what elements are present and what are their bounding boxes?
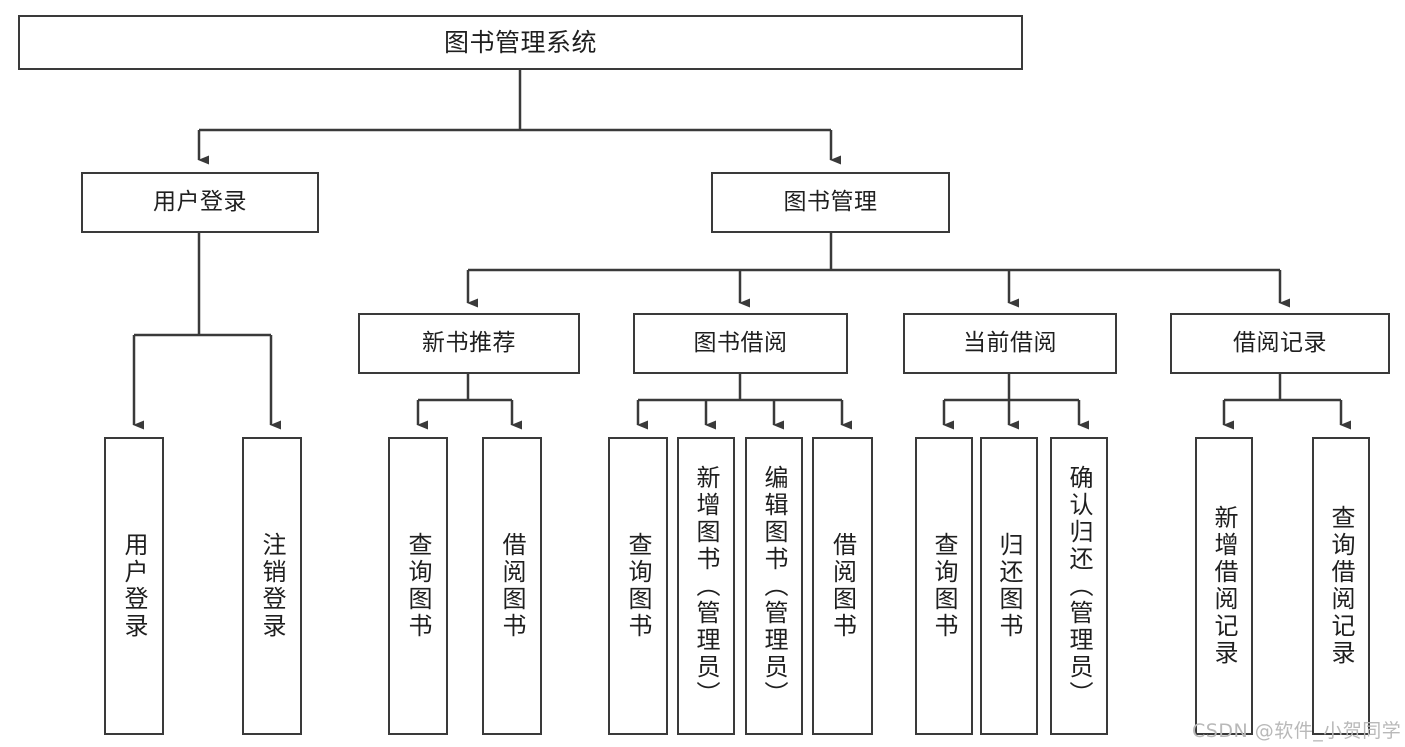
node-label: 借阅记录 bbox=[1233, 329, 1327, 356]
node-label: 新书推荐 bbox=[422, 329, 516, 356]
node-leaf-confirm-return-admin[interactable]: 确认归还（管理员） bbox=[1050, 437, 1108, 735]
node-label: 新增借阅记录 bbox=[1210, 505, 1238, 667]
node-leaf-logout[interactable]: 注销登录 bbox=[242, 437, 302, 735]
node-label: 查询图书 bbox=[930, 532, 958, 640]
node-label: 新增图书（管理员） bbox=[692, 464, 720, 708]
node-leaf-borrow-books[interactable]: 借阅图书 bbox=[812, 437, 873, 735]
node-label: 查询图书 bbox=[624, 532, 652, 640]
node-leaf-edit-book-admin[interactable]: 编辑图书（管理员） bbox=[745, 437, 803, 735]
node-borrowing-records[interactable]: 借阅记录 bbox=[1170, 313, 1390, 374]
node-label: 图书管理系统 bbox=[443, 27, 597, 57]
node-label: 当前借阅 bbox=[963, 329, 1057, 356]
node-leaf-query-books-borrow[interactable]: 查询图书 bbox=[608, 437, 668, 735]
node-label: 查询借阅记录 bbox=[1327, 505, 1355, 667]
node-label: 借阅图书 bbox=[498, 532, 526, 640]
node-current-borrowing[interactable]: 当前借阅 bbox=[903, 313, 1117, 374]
node-label: 归还图书 bbox=[995, 532, 1023, 640]
node-label: 编辑图书（管理员） bbox=[760, 464, 788, 708]
node-leaf-borrow-books-new[interactable]: 借阅图书 bbox=[482, 437, 542, 735]
node-user-login[interactable]: 用户登录 bbox=[81, 172, 319, 233]
node-root-library-system[interactable]: 图书管理系统 bbox=[18, 15, 1023, 70]
csdn-watermark: CSDN @软件_小贺同学 bbox=[1192, 720, 1402, 742]
node-label: 用户登录 bbox=[153, 188, 247, 215]
node-label: 查询图书 bbox=[404, 532, 432, 640]
node-label: 借阅图书 bbox=[828, 532, 857, 640]
node-leaf-user-login[interactable]: 用户登录 bbox=[104, 437, 164, 735]
node-leaf-query-books-new[interactable]: 查询图书 bbox=[388, 437, 448, 735]
node-leaf-add-book-admin[interactable]: 新增图书（管理员） bbox=[677, 437, 735, 735]
node-leaf-return-books[interactable]: 归还图书 bbox=[980, 437, 1038, 735]
node-book-management[interactable]: 图书管理 bbox=[711, 172, 950, 233]
node-label: 图书借阅 bbox=[693, 329, 788, 356]
node-label: 图书管理 bbox=[783, 188, 878, 215]
node-label: 确认归还（管理员） bbox=[1065, 464, 1093, 708]
node-new-book-recommendation[interactable]: 新书推荐 bbox=[358, 313, 580, 374]
node-leaf-query-borrow-record[interactable]: 查询借阅记录 bbox=[1312, 437, 1370, 735]
node-label: 注销登录 bbox=[258, 532, 286, 640]
node-label: 用户登录 bbox=[120, 532, 148, 640]
node-book-borrowing[interactable]: 图书借阅 bbox=[633, 313, 848, 374]
node-leaf-add-borrow-record[interactable]: 新增借阅记录 bbox=[1195, 437, 1253, 735]
node-leaf-query-books-current[interactable]: 查询图书 bbox=[915, 437, 973, 735]
